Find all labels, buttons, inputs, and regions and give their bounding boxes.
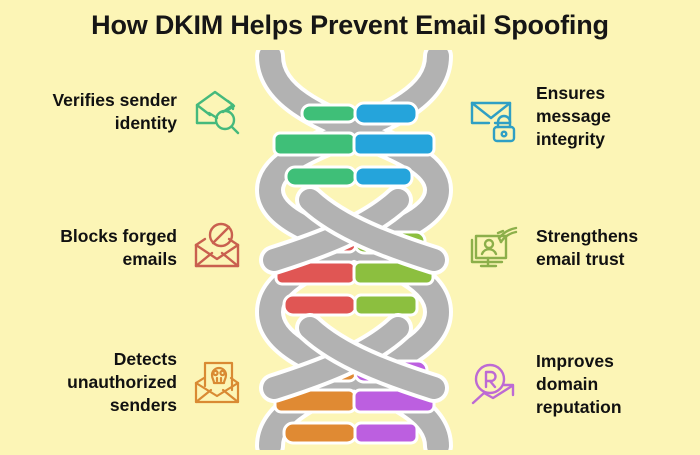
helix-backbone-front (259, 185, 449, 403)
feature-label: Blocks forged emails (60, 225, 177, 269)
feature-label: Strengthens email trust (536, 225, 639, 269)
dna-double-helix (248, 41, 460, 455)
helix-rung (300, 101, 419, 126)
feature-detects-unauthorized-senders: Detects unauthorized senders (67, 348, 245, 417)
registered-growth-arrow-icon (468, 357, 524, 413)
feature-label: Improves domain reputation (536, 351, 622, 418)
envelope-lock-icon (468, 89, 524, 145)
feature-ensures-message-integrity: Ensures message integrity (468, 82, 611, 151)
feature-label: Detects unauthorized senders (67, 349, 177, 416)
feature-label: Ensures message integrity (536, 83, 611, 150)
feature-improves-domain-reputation: Improves domain reputation (468, 350, 622, 419)
feature-label: Verifies sender identity (52, 89, 177, 133)
helix-rungs-top (272, 101, 436, 188)
envelope-skull-icon (189, 355, 245, 411)
envelope-search-icon (189, 84, 245, 140)
feature-verifies-sender-identity: Verifies sender identity (52, 84, 245, 140)
helix-rung (282, 421, 419, 445)
feature-blocks-forged-emails: Blocks forged emails (60, 220, 245, 276)
page-title: How DKIM Helps Prevent Email Spoofing (91, 10, 609, 40)
helix-rung (282, 293, 419, 317)
envelope-blocked-icon (189, 220, 245, 276)
feature-strengthens-email-trust: Strengthens email trust (468, 220, 638, 276)
helix-rung (272, 131, 436, 157)
monitor-user-trust-icon (468, 220, 524, 276)
helix-rung (284, 165, 414, 188)
